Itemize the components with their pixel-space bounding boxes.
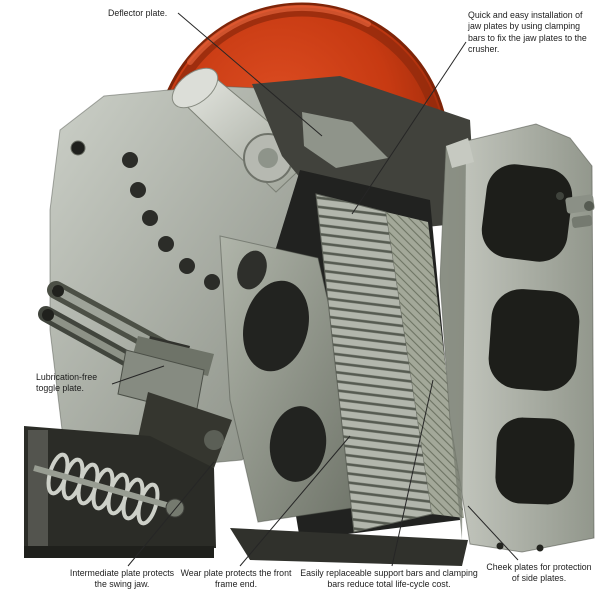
leader-installation bbox=[351, 41, 467, 215]
clamp-hardware bbox=[556, 192, 595, 228]
swing-jaw bbox=[219, 235, 355, 523]
cut-section bbox=[386, 212, 464, 518]
label-jaw-plate-installation: Quick and easy installation of jaw plate… bbox=[468, 10, 587, 54]
label-cheek-plates: Cheek plates for protection of side plat… bbox=[486, 562, 592, 584]
spring-assembly bbox=[24, 426, 216, 558]
deflector-plate bbox=[302, 112, 388, 168]
leader-lines bbox=[111, 12, 519, 567]
tension-rod bbox=[33, 465, 171, 509]
label-toggle-plate: Lubrication-free toggle plate. bbox=[36, 372, 98, 394]
toggle-linkage bbox=[38, 281, 232, 468]
leader-toggle bbox=[111, 365, 165, 385]
frame-cavities bbox=[481, 164, 580, 505]
leader-wear bbox=[239, 435, 351, 567]
frame-hole bbox=[70, 140, 86, 156]
leader-cheek bbox=[467, 505, 519, 561]
leader-deflector bbox=[177, 12, 323, 137]
leader-support bbox=[391, 379, 434, 567]
label-support-bars: Easily replaceable support bars and clam… bbox=[300, 568, 478, 590]
label-intermediate-plate: Intermediate plate protects the swing ja… bbox=[69, 568, 175, 590]
jaw-plates bbox=[315, 193, 433, 533]
cheek-plate-region bbox=[440, 146, 466, 540]
right-frame bbox=[439, 123, 595, 553]
label-wear-plate: Wear plate protects the front frame end. bbox=[180, 568, 292, 590]
label-deflector-plate: Deflector plate. bbox=[108, 8, 168, 18]
machine-base bbox=[230, 528, 468, 566]
leader-intermediate bbox=[127, 461, 215, 567]
